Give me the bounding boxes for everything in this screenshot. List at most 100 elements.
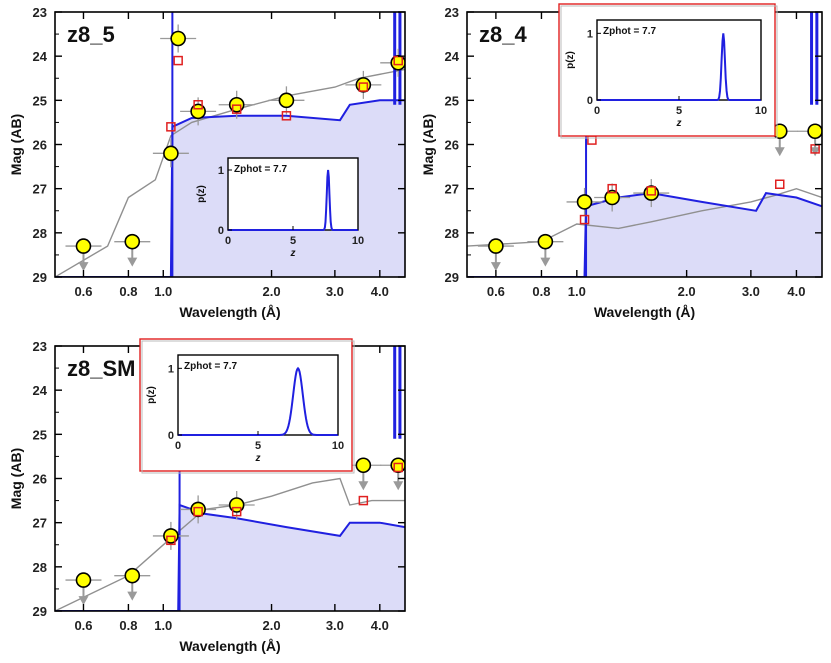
- data-point: [604, 189, 620, 206]
- x-tick-label: 2.0: [263, 618, 281, 633]
- data-point: [228, 497, 245, 513]
- inset-x-tick-label: 10: [332, 440, 344, 452]
- data-point: [190, 501, 206, 518]
- model-mag-marker: [193, 100, 203, 110]
- inset-frame: [177, 354, 339, 436]
- inset-x-tick-label: 5: [255, 440, 261, 452]
- x-tick-label: 0.6: [487, 284, 505, 299]
- y-tick-label: 23: [445, 5, 459, 20]
- data-point: [170, 30, 186, 47]
- inset-x-label: z: [676, 118, 682, 129]
- x-tick-label: 0.8: [119, 618, 137, 633]
- upper-limit-arrow: [78, 262, 89, 272]
- x-tick-label: 4.0: [371, 284, 389, 299]
- data-point: [75, 572, 92, 588]
- inset-x-tick-label: 10: [352, 235, 364, 247]
- inset-x-tick-label: 5: [290, 235, 296, 247]
- inset-y-tick-label: 0: [168, 430, 174, 442]
- x-tick-label: 1.0: [568, 284, 586, 299]
- x-tick-label: 3.0: [326, 618, 344, 633]
- inset-y-label: p(z): [196, 185, 207, 203]
- upper-limit-arrow: [540, 257, 551, 267]
- data-point: [807, 123, 822, 140]
- y-tick-label: 27: [445, 182, 459, 197]
- y-tick-label: 29: [33, 270, 47, 285]
- data-point: [488, 238, 504, 254]
- y-tick-label: 25: [445, 93, 459, 108]
- inset-frame: [596, 19, 762, 101]
- inset-y-label: p(z): [565, 51, 576, 69]
- y-tick-label: 29: [33, 604, 47, 619]
- inset-x-label: z: [290, 248, 296, 259]
- y-tick-label: 23: [33, 5, 47, 20]
- y-tick-label: 27: [33, 516, 47, 531]
- y-axis-label: Mag (AB): [8, 114, 24, 175]
- inset-x-tick-label: 0: [175, 440, 181, 452]
- inset-x-tick-label: 10: [755, 105, 767, 117]
- data-point: [124, 233, 141, 250]
- inset-x-tick-label: 0: [594, 105, 600, 117]
- x-axis-label: Wavelength (Å): [594, 304, 695, 320]
- pz-inset: 0 5 10 0 1 z p(z) Zphot = 7.7: [196, 157, 364, 259]
- data-point: [537, 233, 554, 250]
- y-tick-label: 29: [445, 270, 459, 285]
- inset-y-tick-label: 1: [218, 165, 224, 177]
- y-tick-label: 24: [445, 49, 460, 64]
- inset-frame: [227, 157, 359, 231]
- inset-shadow: [141, 340, 355, 474]
- inset-x-tick-label: 0: [225, 235, 231, 247]
- data-point: [643, 185, 660, 201]
- y-tick-label: 25: [33, 93, 47, 108]
- data-point: [124, 567, 141, 584]
- y-tick-label: 26: [445, 138, 459, 153]
- data-point: [75, 238, 92, 254]
- inset-y-tick-label: 0: [218, 225, 224, 237]
- upper-limit-arrow: [393, 481, 404, 491]
- model-mag-marker: [166, 122, 176, 132]
- x-tick-label: 4.0: [787, 284, 805, 299]
- upper-limit-arrow: [358, 481, 369, 491]
- model-mag-marker: [646, 186, 657, 196]
- inset-y-label: p(z): [146, 386, 157, 404]
- model-mag-marker: [393, 462, 403, 473]
- upper-limit-arrow: [774, 147, 785, 157]
- data-point: [190, 103, 206, 120]
- model-mag-marker: [166, 535, 176, 546]
- data-point: [576, 194, 593, 210]
- model-mag-marker: [281, 111, 292, 121]
- x-tick-label: 2.0: [263, 284, 281, 299]
- data-point: [390, 457, 405, 474]
- model-mag-marker: [358, 82, 369, 92]
- inset-zphot-label: Zphot = 7.7: [234, 164, 288, 175]
- y-tick-label: 25: [33, 427, 47, 442]
- alt-sed-line: [55, 477, 405, 611]
- x-tick-label: 1.0: [154, 284, 172, 299]
- inset-zphot-label: Zphot = 7.7: [603, 26, 657, 37]
- model-mag-marker: [193, 506, 203, 517]
- x-tick-label: 2.0: [678, 284, 696, 299]
- inset-x-label: z: [255, 453, 261, 464]
- upper-limit-arrow: [127, 591, 138, 601]
- inset-y-tick-label: 1: [587, 28, 593, 40]
- pz-inset: 0 5 10 0 1 z p(z) Zphot = 7.7: [139, 338, 355, 474]
- model-mag-marker: [607, 183, 617, 194]
- model-mag-marker: [579, 214, 590, 225]
- model-mag-marker: [231, 104, 242, 114]
- data-point: [355, 457, 372, 474]
- alt-sed-line: [55, 68, 405, 277]
- y-tick-label: 28: [445, 226, 459, 241]
- x-tick-label: 0.6: [74, 284, 92, 299]
- model-mag-marker: [173, 55, 183, 66]
- model-mag-marker: [358, 495, 369, 506]
- inset-zphot-label: Zphot = 7.7: [184, 361, 238, 372]
- y-tick-label: 24: [33, 49, 48, 64]
- x-axis-label: Wavelength (Å): [179, 304, 280, 320]
- upper-limit-arrow: [78, 596, 89, 606]
- inset-y-tick-label: 1: [168, 363, 174, 375]
- y-tick-label: 23: [33, 339, 47, 354]
- panel-label: z8_5: [67, 22, 115, 47]
